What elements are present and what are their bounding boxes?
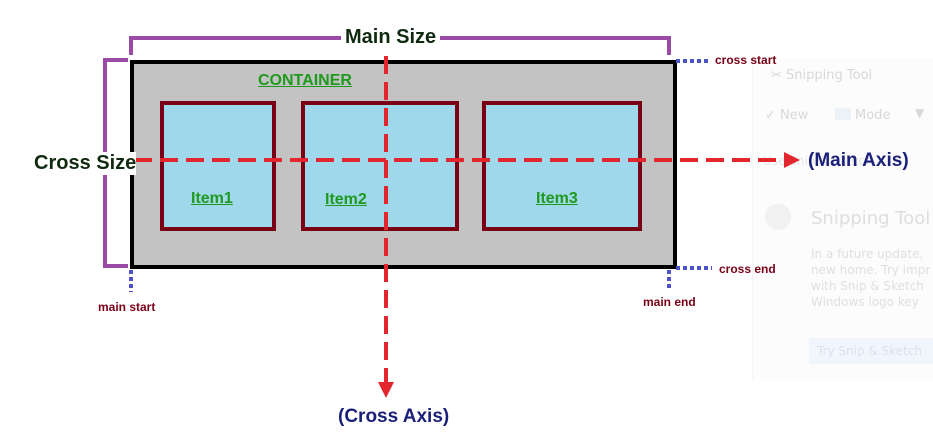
background-heading: Snipping Tool (811, 208, 931, 229)
flex-item-3-label: Item3 (536, 190, 578, 207)
background-toolbar: ✓ New Mode ▼ (753, 98, 933, 134)
flex-item-1-label: Item1 (191, 190, 233, 207)
chevron-down-icon: ▼ (915, 106, 925, 120)
background-snipping-tool-window: ✂ Snipping Tool ✓ New Mode ▼ Use Snip & … (752, 58, 933, 380)
main-end-label: main end (643, 295, 696, 309)
background-window-title: ✂ Snipping Tool (771, 68, 872, 83)
cross-axis-arrowhead (378, 382, 394, 398)
background-window-title-text: Snipping Tool (786, 68, 873, 83)
background-mode-button: Mode (835, 108, 890, 123)
cross-end-label: cross end (719, 262, 776, 276)
background-mode-label: Mode (855, 108, 891, 123)
main-axis-label: (Main Axis) (808, 150, 909, 171)
main-axis-arrowhead (784, 152, 800, 168)
flex-item-2-label: Item2 (325, 191, 367, 208)
new-snip-icon: ✓ (765, 108, 776, 123)
background-new-button: ✓ New (765, 108, 808, 123)
container-label: CONTAINER (258, 72, 352, 89)
main-start-label: main start (98, 300, 156, 314)
background-body-line: with Snip & Sketch (811, 279, 924, 293)
background-body-line: new home. Try impr (811, 263, 931, 277)
flex-item-3 (482, 101, 642, 231)
scissors-icon: ✂ (771, 68, 782, 83)
main-size-label: Main Size (341, 26, 441, 49)
snip-logo-icon (765, 204, 791, 230)
background-body-line: Windows logo key (811, 295, 919, 309)
background-try-button: Try Snip & Sketch (809, 338, 933, 364)
background-new-label: New (780, 108, 809, 123)
cross-axis-label: (Cross Axis) (338, 406, 450, 427)
cross-size-label: Cross Size (34, 152, 137, 175)
background-body-line: In a future update, (811, 247, 924, 261)
cross-start-label: cross start (715, 53, 777, 67)
flex-item-1 (160, 101, 276, 231)
mode-icon (835, 108, 851, 120)
flex-item-2 (301, 101, 459, 231)
background-body-text: In a future update, new home. Try impr w… (811, 246, 933, 310)
